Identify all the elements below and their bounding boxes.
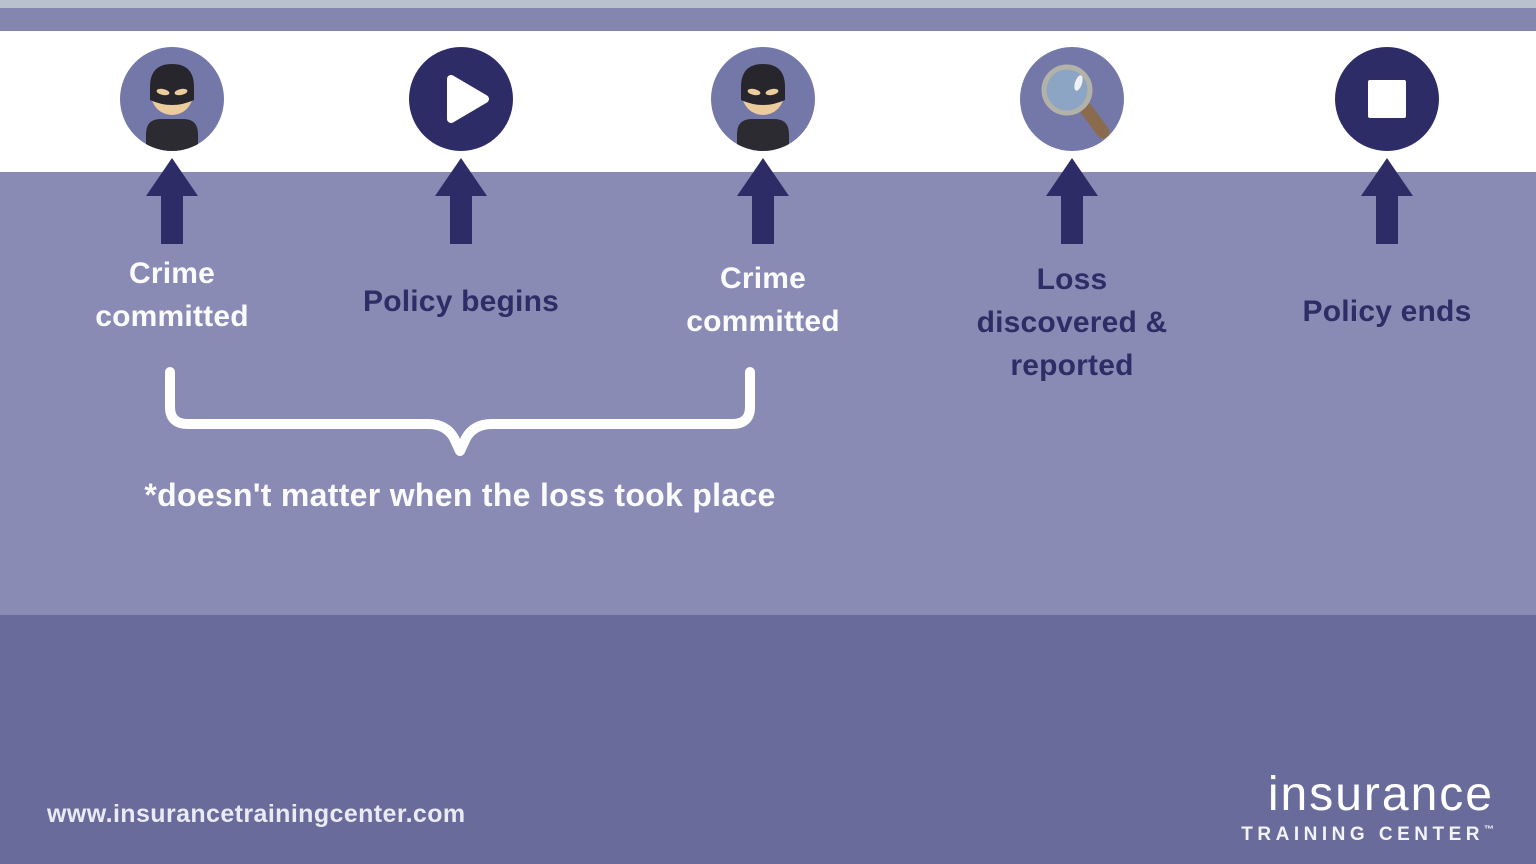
burglar-icon [711,47,815,151]
timeline-item-label: Policy begins [363,280,559,323]
timeline-item-label: Crime committed [95,252,249,338]
timeline-item-label: Loss discovered & reported [977,258,1168,387]
label-line: Crime [719,262,807,295]
label-line: Policy ends [1302,295,1472,328]
brace-bracket-icon [165,367,755,456]
stop-icon [1335,47,1439,151]
up-arrow-icon [1361,158,1413,244]
logo-subtitle: TRAINING CENTER™ [1241,824,1494,846]
logo-title: insurance [1267,768,1494,821]
timeline-item-crime-1: Crime committed [32,47,312,338]
up-arrow-icon [435,158,487,244]
website-url: www.insurancetrainingcenter.com [47,800,466,828]
window-top-strip [0,0,1536,8]
trademark-symbol: ™ [1484,824,1494,836]
label-line: committed [686,305,840,338]
up-arrow-icon [1046,158,1098,244]
label-line: discovered & [976,306,1168,339]
label-line: Loss [1036,263,1108,296]
play-icon [409,47,513,151]
timeline-item-crime-2: Crime committed [623,47,903,343]
timeline-item-loss-discovered: Loss discovered & reported [932,47,1212,387]
timeline-item-label: Policy ends [1303,290,1472,333]
label-line: Crime [128,257,216,290]
header-band [0,8,1536,31]
timeline-item-policy-ends: Policy ends [1247,47,1527,333]
label-line: reported [1010,349,1134,382]
logo-subtitle-text: TRAINING CENTER [1241,824,1484,845]
label-line: Policy begins [363,285,559,318]
footer-band [0,615,1536,864]
up-arrow-icon [737,158,789,244]
timeline-item-label: Crime committed [686,257,840,343]
magnifying-glass-icon [1020,47,1124,151]
insurance-training-center-logo: insurance TRAINING CENTER™ [1241,771,1494,846]
brace-note: *doesn't matter when the loss took place [144,477,776,513]
timeline-item-policy-begins: Policy begins [321,47,601,323]
label-line: committed [95,300,249,333]
burglar-icon [120,47,224,151]
up-arrow-icon [146,158,198,244]
